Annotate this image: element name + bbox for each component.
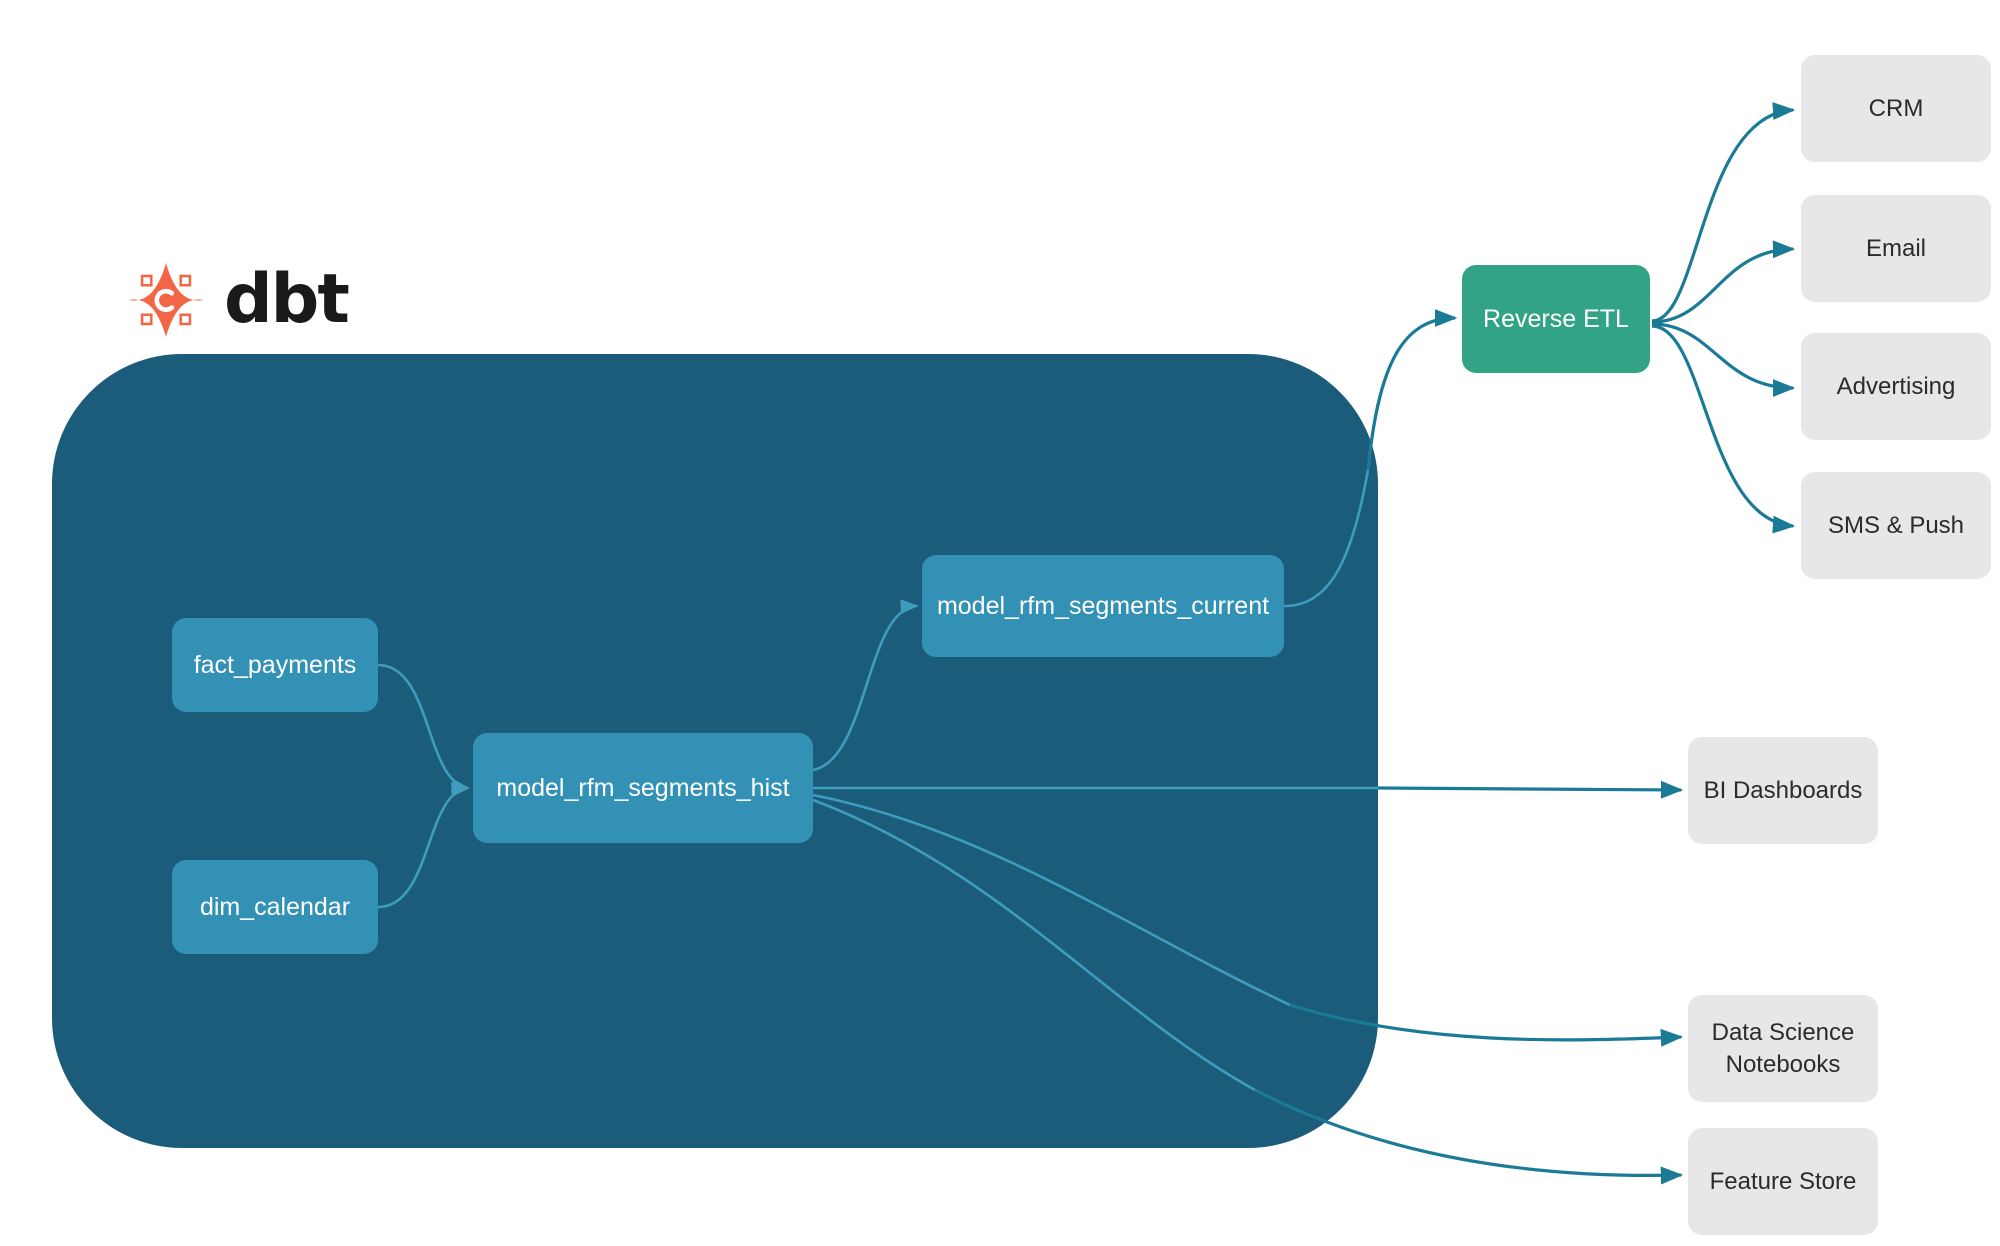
dest-email-label: Email [1865, 234, 1926, 262]
dbt-wordmark: dbt [224, 260, 350, 339]
dest-data-science-notebooks-label-line2: Notebooks [1725, 1050, 1841, 1078]
node-model-rfm-segments-current[interactable]: model_rfm_segments_current [922, 555, 1284, 657]
node-reverse-etl-label: Reverse ETL [1483, 304, 1629, 333]
node-dim-calendar-label: dim_calendar [199, 892, 351, 921]
dest-crm-label: CRM [1868, 94, 1924, 122]
dbt-logo: dbt [124, 258, 350, 342]
dest-sms-push[interactable]: SMS & Push [1801, 472, 1991, 579]
node-reverse-etl[interactable]: Reverse ETL [1462, 265, 1650, 373]
edge-reverse-etl-to-crm [1651, 102, 1796, 323]
dest-advertising-label: Advertising [1836, 372, 1956, 400]
dest-advertising[interactable]: Advertising [1801, 333, 1991, 440]
dest-data-science-notebooks-label-line1: Data Science [1711, 1019, 1855, 1047]
node-dim-calendar[interactable]: dim_calendar [172, 860, 378, 954]
dest-bi-dashboards[interactable]: BI Dashboards [1688, 737, 1878, 844]
dest-email[interactable]: Email [1801, 195, 1991, 302]
edge-current-to-reverse-etl [1366, 309, 1458, 471]
dest-feature-store-label: Feature Store [1709, 1167, 1857, 1195]
dbt-logo-icon [129, 263, 203, 337]
dest-sms-push-label: SMS & Push [1827, 511, 1965, 539]
edge-reverse-etl-to-advertising [1651, 322, 1796, 397]
edge-reverse-etl-to-email [1651, 240, 1796, 324]
node-fact-payments[interactable]: fact_payments [172, 618, 378, 712]
node-model-rfm-segments-hist-label: model_rfm_segments_hist [496, 773, 790, 802]
dest-crm[interactable]: CRM [1801, 55, 1991, 162]
dest-feature-store[interactable]: Feature Store [1688, 1128, 1878, 1235]
edge-warehouse-to-bi-dashboards [1377, 780, 1684, 799]
node-fact-payments-label: fact_payments [193, 650, 357, 679]
edge-reverse-etl-to-sms-push [1651, 324, 1796, 534]
dest-data-science-notebooks[interactable]: Data Science Notebooks [1688, 995, 1878, 1102]
node-model-rfm-segments-hist[interactable]: model_rfm_segments_hist [473, 733, 813, 843]
node-model-rfm-segments-current-label: model_rfm_segments_current [936, 591, 1270, 620]
dest-bi-dashboards-label: BI Dashboards [1703, 776, 1863, 804]
